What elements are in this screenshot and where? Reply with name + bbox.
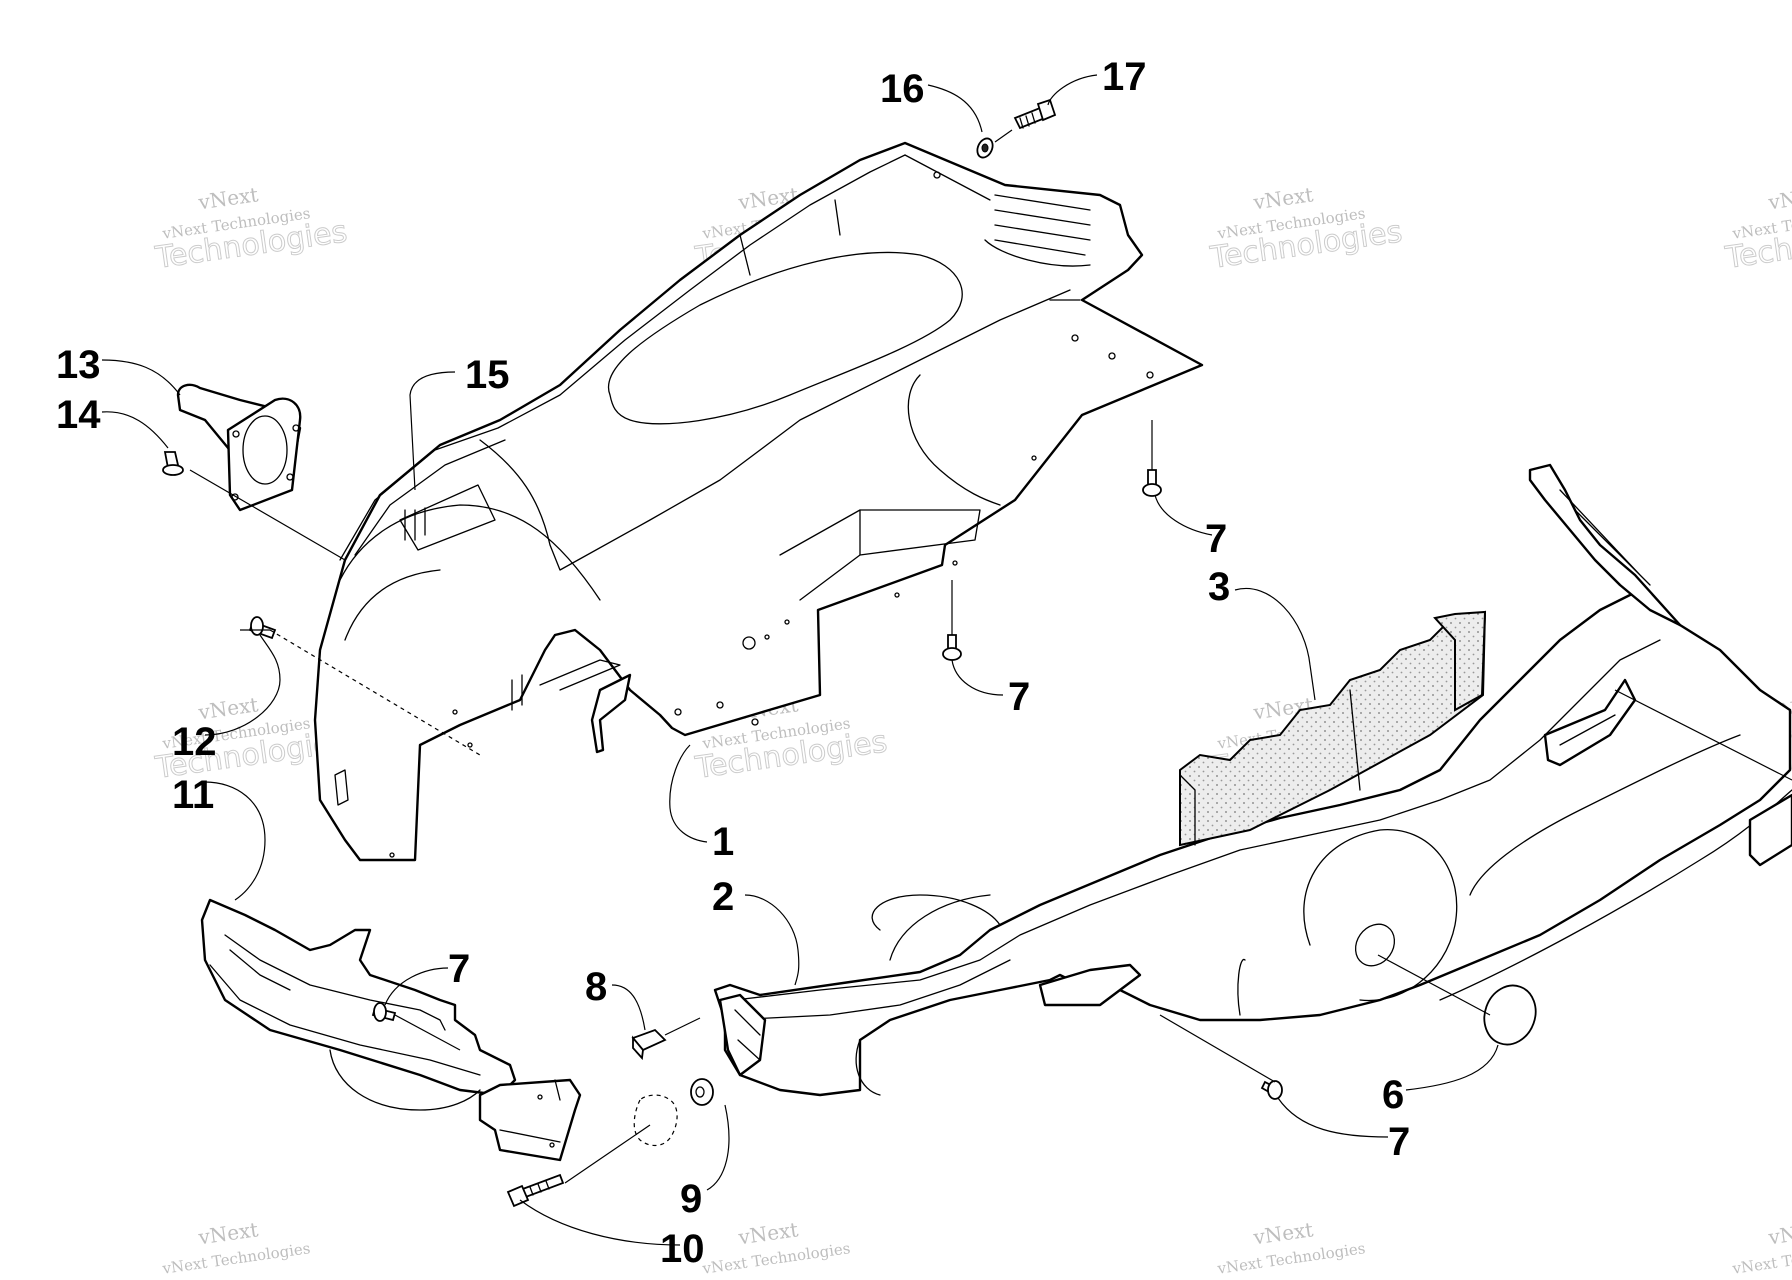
part-8-clip [631,1028,667,1061]
callout-12: 12 [172,720,217,764]
svg-text:vNext: vNext [1251,1217,1315,1249]
callout-13: 13 [56,343,101,387]
callout-10: 10 [660,1227,705,1271]
callout-7d: 7 [1388,1120,1410,1164]
svg-text:vNext Technologies: vNext Technologies [700,1239,851,1278]
callout-14: 14 [56,393,101,437]
part-13-boot [176,383,302,512]
callout-8: 8 [585,965,607,1009]
callout-1: 1 [712,820,734,864]
callout-labels: 1 2 3 6 7 7 7 7 8 9 10 11 12 13 14 15 16… [56,55,1410,1271]
callout-17: 17 [1102,55,1147,99]
part-1-holes [389,171,1154,858]
svg-text:vNext: vNext [1766,1217,1792,1249]
dashed-washer [633,1094,678,1146]
part-7-screw-d [1260,1080,1283,1100]
part-9-nut [690,1078,714,1106]
callout-6: 6 [1382,1073,1404,1117]
part-11-front-bumper [200,898,582,1162]
watermark-9: vNext vNext Technologies [160,1217,311,1278]
part-10-bolt [506,1173,565,1208]
callout-7b: 7 [1008,675,1030,719]
svg-text:vNext Technologies: vNext Technologies [1215,1239,1366,1278]
part-7-screw-a [1142,469,1162,497]
svg-text:vNext Technologies: vNext Technologies [160,1239,311,1278]
watermark-4: vNext vNext Technologies Technologies [1722,182,1792,276]
watermark-10: vNext vNext Technologies [700,1217,851,1278]
svg-text:vNext: vNext [1251,182,1315,214]
callout-16: 16 [880,67,925,111]
svg-text:vNext: vNext [196,182,260,214]
callout-7a: 7 [1205,517,1227,561]
watermark-11: vNext vNext Technologies [1215,1217,1366,1278]
callout-3: 3 [1208,565,1230,609]
watermark-3: vNext vNext Technologies Technologies [1207,182,1405,276]
svg-text:vNext: vNext [196,1217,260,1249]
svg-text:vNext: vNext [736,1217,800,1249]
part-7-screw-c [371,1002,397,1022]
part-17-screw [1013,98,1057,130]
part-3-foam-block [1179,610,1487,847]
watermark-12: vNext vNext Technologies [1730,1217,1792,1278]
part-12-screw [248,616,277,640]
part-14-screw [162,451,184,476]
part-6-plug [1483,984,1537,1046]
part-16-washer [976,137,994,159]
callout-7c: 7 [448,947,470,991]
part-2-side-panel [713,463,1792,1097]
callout-15: 15 [465,353,510,397]
callout-2: 2 [712,875,734,919]
part-15-inner-panel [399,484,496,551]
watermark-1: vNext vNext Technologies Technologies [152,182,350,276]
svg-text:vNext: vNext [1766,182,1792,214]
part-7-screw-b [942,634,962,661]
callout-9: 9 [680,1177,702,1221]
callout-11: 11 [172,773,214,817]
part-1-belly-pan [313,141,1204,862]
leader-lines [101,74,1792,1246]
